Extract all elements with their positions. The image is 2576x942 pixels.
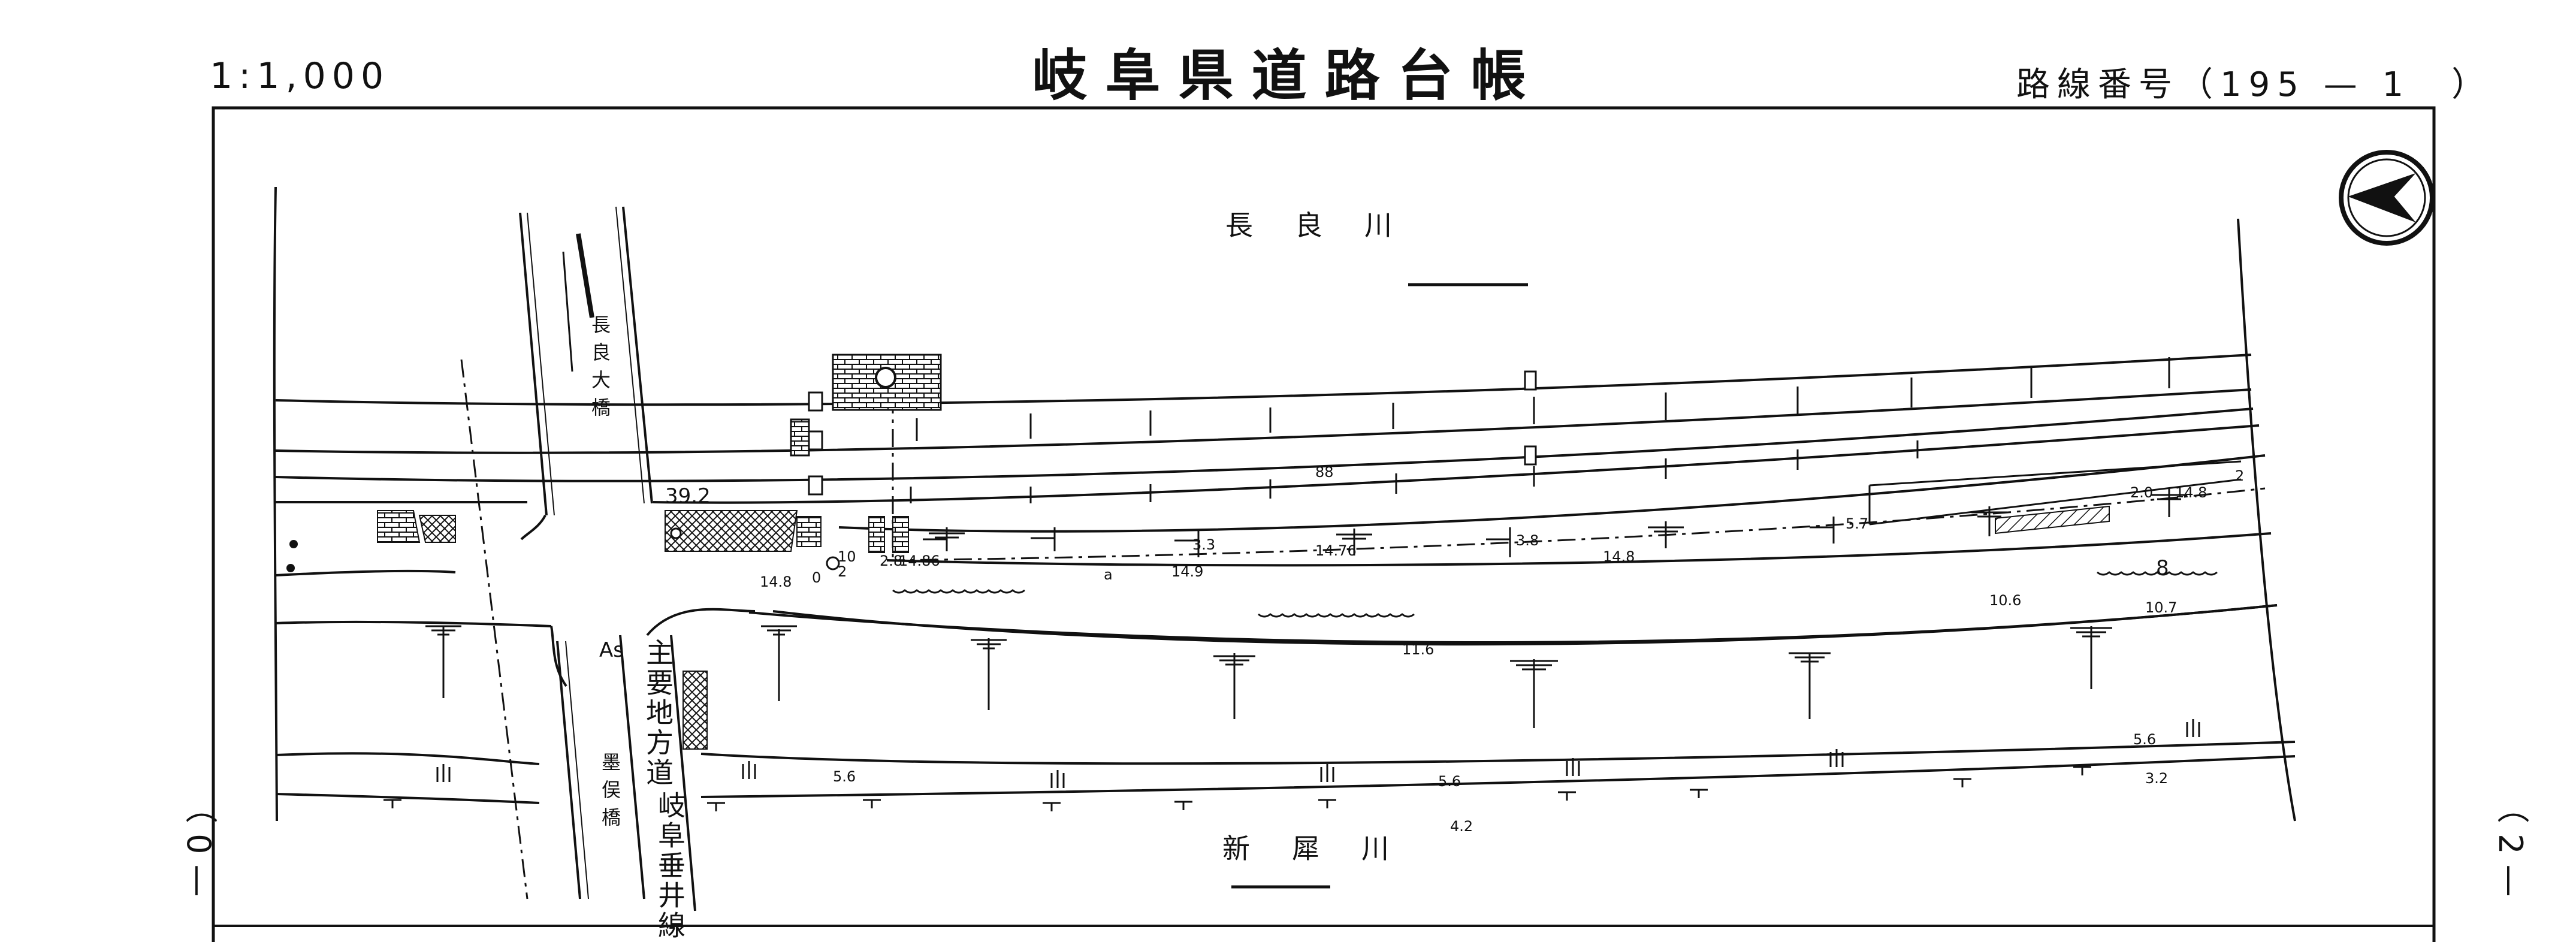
bridge-south-label: 墨俣橋 <box>599 752 621 835</box>
sidewalk-hatch <box>665 510 798 552</box>
curb-hatch-left2 <box>418 515 456 543</box>
bridge-north <box>519 206 653 516</box>
intersection <box>275 515 756 687</box>
dim-88: 88 <box>1315 464 1334 481</box>
dim-14-86: 14.86 <box>899 552 940 569</box>
curb-hatch-left <box>377 510 421 543</box>
grass-symbols <box>436 719 2200 788</box>
dim-5-7: 5.7 <box>1846 515 1869 532</box>
slope-fans <box>425 494 2187 671</box>
dim-3-8: 3.8 <box>1516 532 1539 549</box>
dim-10-7: 10.7 <box>2145 599 2178 616</box>
slope-ticks <box>442 357 2170 728</box>
dim-0: 0 <box>812 569 822 586</box>
dim-3-3: 3.3 <box>1192 536 1216 553</box>
dim-4-2: 4.2 <box>1450 818 1473 835</box>
dim-14-9: 14.9 <box>1171 563 1204 580</box>
left-bank <box>273 186 2296 822</box>
dim-3-2: 3.2 <box>2145 770 2169 787</box>
dim-5-6-c: 5.6 <box>2133 731 2157 748</box>
road-class-label: 主要地方道 <box>642 638 674 788</box>
edge-hatch-right <box>1995 505 2110 535</box>
road-name-label: 岐阜垂井線 <box>654 791 686 941</box>
dim-2: 2 <box>838 563 847 580</box>
dim-11-6: 11.6 <box>1402 641 1435 658</box>
river-north-label: 長良川 <box>1225 209 1434 241</box>
sheet-mark-right: （ 2 — <box>2492 791 2529 897</box>
map-frame <box>212 106 2436 942</box>
dim-10: 10 <box>838 548 856 565</box>
dim-14-76: 14.76 <box>1315 542 1357 559</box>
signal-pole-icon <box>875 367 896 388</box>
route-number: 路線番号（195 — 1 ） <box>2016 65 2493 104</box>
pavement-label: As <box>599 638 624 662</box>
misc-dots <box>286 527 840 572</box>
guard-box-2 <box>868 516 885 553</box>
guard-box <box>796 516 822 547</box>
river-edge-wavy <box>892 571 2218 618</box>
road-lines <box>275 354 2296 804</box>
dim-5-6-b: 5.6 <box>1438 773 1461 790</box>
dim-2-8: 2.8 <box>880 552 903 569</box>
dim-10-6: 10.6 <box>1989 592 2022 609</box>
sheet-mark-left: （ 0 — <box>180 791 218 897</box>
dim-14-8-a: 14.8 <box>760 573 792 590</box>
north-arrow-icon <box>2339 150 2435 246</box>
page-title: 岐阜県道路台帳 <box>1032 44 1544 108</box>
dim-14-8-b: 14.8 <box>1603 548 1635 565</box>
bank-ticks <box>383 766 2091 811</box>
dim-8: 8 <box>2156 556 2169 580</box>
dim-14-8-c: 14.8 <box>2175 484 2207 501</box>
bridge-south <box>556 635 696 911</box>
dim-2-0: 2.0 <box>2130 484 2154 501</box>
wall-hatch <box>682 671 708 750</box>
right-structure <box>1868 460 2242 526</box>
guard-box-3 <box>892 516 909 553</box>
river-south-label: 新犀川 <box>1222 832 1431 865</box>
map-scale: 1:1,000 <box>210 55 390 97</box>
dim-5-6-a: 5.6 <box>833 768 856 785</box>
label-a: a <box>1104 566 1113 583</box>
dim-2-b: 2 <box>2235 467 2245 484</box>
station-label: 39.2 <box>665 484 711 508</box>
step-symbols <box>790 370 1537 496</box>
bridge-north-label: 長良大橋 <box>588 315 611 425</box>
